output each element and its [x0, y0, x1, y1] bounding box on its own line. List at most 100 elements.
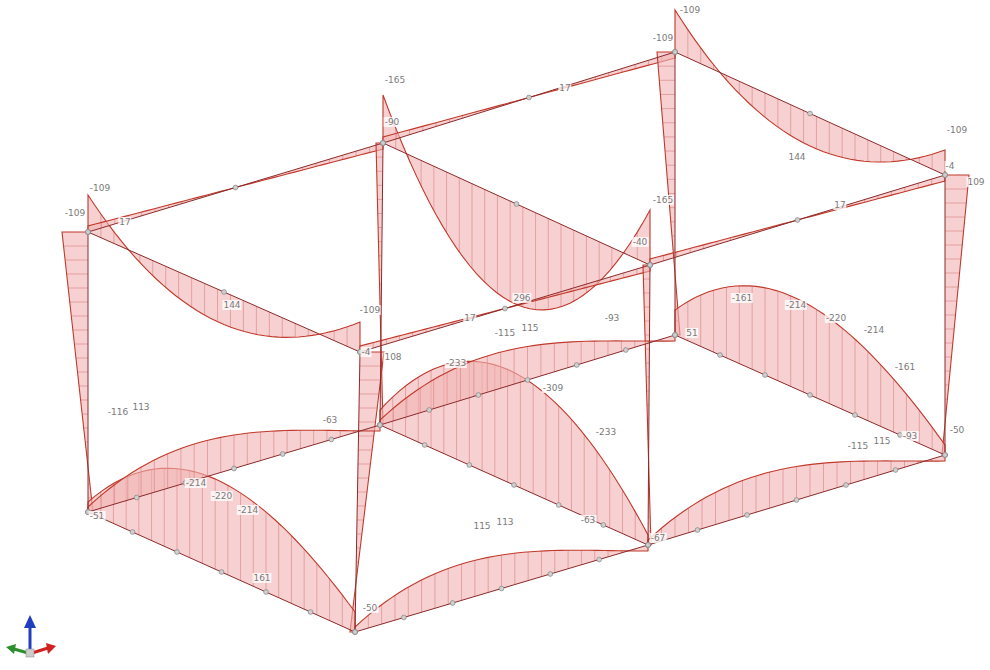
moment-value: -40 [632, 237, 649, 247]
hatch-line [409, 130, 410, 135]
hatch-line [446, 172, 447, 233]
hatch-line [919, 410, 920, 443]
hatch-line [635, 512, 636, 540]
hatch-line [101, 495, 102, 508]
hatch-line [420, 388, 421, 413]
hatch-line [334, 331, 335, 341]
hatch-line [945, 231, 964, 232]
hatch-line [247, 433, 248, 464]
hatch-line [893, 379, 894, 432]
hatch-line [611, 248, 612, 268]
moment-area [88, 468, 355, 632]
hatch-line [433, 166, 434, 210]
moment-value: -220 [825, 313, 847, 323]
hatch-line [82, 414, 88, 415]
moment-area [650, 175, 945, 265]
hatch-line [234, 435, 235, 469]
moment-curve [643, 265, 651, 545]
hatch-line [433, 380, 434, 409]
moment-value: -90 [384, 117, 401, 127]
hatch-line [945, 287, 958, 288]
moment-curve [376, 143, 383, 425]
hatch-line [167, 454, 168, 488]
frame-member [945, 175, 946, 455]
node-dot [378, 423, 383, 428]
hatch-line [356, 151, 357, 156]
node-dot [381, 141, 386, 146]
frame-nodes [86, 50, 948, 635]
hatch-line [567, 342, 568, 368]
hatch-line [645, 321, 650, 322]
moment-value: -115 [847, 441, 869, 451]
hatch-line [358, 464, 370, 465]
node-dot [574, 363, 579, 368]
moment-value: -109 [652, 33, 674, 43]
hatch-line [191, 278, 192, 307]
moment-value: -165 [384, 75, 406, 85]
hatch-line [931, 179, 932, 184]
hatch-line [342, 595, 343, 626]
node-dot [467, 463, 472, 468]
moment-value: 51 [685, 328, 698, 338]
node-dot [601, 523, 606, 528]
hatch-line [396, 133, 397, 138]
moment-value: -63 [322, 415, 339, 425]
node-dot [353, 630, 358, 635]
hatch-line [165, 266, 166, 287]
moment-area [380, 335, 675, 425]
hatch-line [378, 227, 382, 228]
hatch-line [533, 384, 534, 493]
moment-value: 17 [463, 313, 476, 323]
hatch-line [359, 436, 374, 437]
hatch-line [568, 550, 569, 568]
hatch-line [220, 437, 221, 472]
moment-value: -161 [894, 362, 916, 372]
hatch-line [664, 136, 675, 137]
node-dot [673, 50, 678, 55]
node-dot [648, 263, 653, 268]
moment-area [675, 10, 945, 175]
hatch-line [790, 105, 791, 136]
hatch-line [474, 560, 475, 596]
moment-value: 296 [512, 293, 531, 303]
hatch-line [594, 341, 595, 359]
moment-curve [657, 52, 680, 335]
node-dot [381, 141, 386, 146]
frame-member [675, 52, 945, 175]
hatch-line [358, 478, 369, 479]
moment-curve [942, 175, 969, 455]
hatch-line [945, 371, 950, 372]
moment-diagrams [62, 10, 969, 632]
hatch-line [643, 279, 650, 280]
hatch-line [663, 122, 675, 123]
hatch-line [803, 111, 804, 143]
hatch-line [665, 151, 675, 152]
hatch-line [204, 283, 205, 315]
moment-area [657, 52, 680, 335]
hatch-line [904, 461, 905, 467]
moment-value: -50 [362, 603, 379, 613]
hatch-line [581, 341, 582, 363]
hatch-line [393, 408, 394, 421]
node-dot [427, 408, 432, 413]
hatch-line [487, 356, 488, 392]
hatch-line [675, 517, 676, 536]
hatch-line [715, 492, 716, 524]
frame-member [648, 455, 945, 545]
moment-value: -93 [902, 431, 919, 441]
hatch-line [702, 500, 703, 529]
frame-member [675, 52, 676, 335]
node-dot [548, 572, 553, 577]
hatch-line [535, 213, 536, 310]
moment-value: -109 [89, 183, 111, 193]
moment-curve [648, 455, 945, 545]
hatch-line [459, 178, 460, 252]
hatch-line [68, 288, 88, 289]
hatch-line [855, 339, 856, 415]
moment-curve [675, 10, 945, 175]
moment-area [62, 232, 93, 512]
moment-value: -109 [679, 5, 701, 15]
node-dot [381, 141, 386, 146]
node-dot [130, 530, 135, 535]
moment-value: -93 [604, 313, 621, 323]
